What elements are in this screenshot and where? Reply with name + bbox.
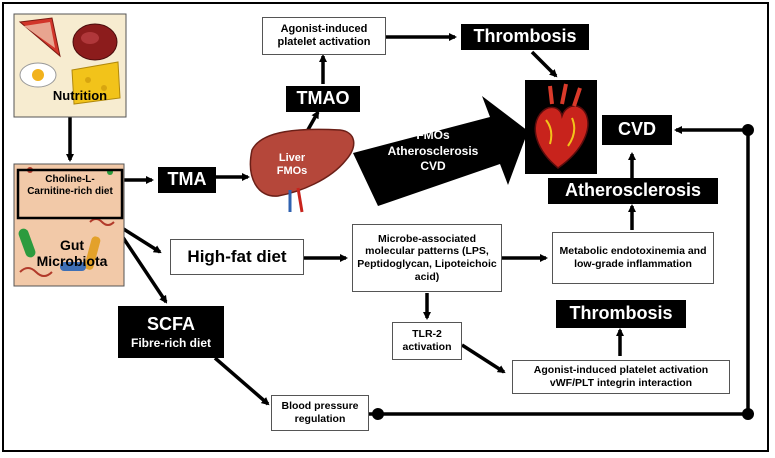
arrow-scfa-bp xyxy=(213,356,270,406)
scfa-label: SCFA xyxy=(146,314,195,334)
junction-dot xyxy=(742,408,754,420)
scfa-box: SCFA Fibre-rich diet xyxy=(118,306,224,358)
cvd-box: CVD xyxy=(602,115,672,145)
heart-icon xyxy=(525,80,597,174)
blood-pressure-box: Blood pressure regulation xyxy=(271,395,369,431)
arrow-tlr2-agonist xyxy=(461,343,506,374)
tlr2-activation-box: TLR-2 activation xyxy=(392,322,462,360)
junction-dot xyxy=(372,408,384,420)
fibre-diet-label: Fibre-rich diet xyxy=(130,335,211,350)
arrow-gut-highfat xyxy=(121,226,162,254)
bacteria-icon xyxy=(13,163,125,287)
liver-label: Liver FMOs xyxy=(276,152,308,177)
choline-label: Choline-L-Carnitine-rich diet xyxy=(27,174,113,197)
choline-frame xyxy=(16,168,124,220)
mamp-box: Microbe-associated molecular patterns (L… xyxy=(352,224,502,292)
agonist-platelet-box-bottom: Agonist-induced platelet activation vWF/… xyxy=(512,360,730,394)
metabolic-endotoxinemia-box: Metabolic endotoxinemia and low-grade in… xyxy=(552,232,714,284)
atherosclerosis-box: Atherosclerosis xyxy=(548,178,718,204)
tmao-box: TMAO xyxy=(286,86,360,112)
thrombosis-box-mid: Thrombosis xyxy=(556,300,686,328)
agonist-platelet-box-top: Agonist-induced platelet activation xyxy=(262,17,386,55)
food-icon xyxy=(13,13,127,118)
gut-label: Gut Microbiota xyxy=(36,237,108,270)
big-arrow-shape xyxy=(353,96,528,206)
tma-box: TMA xyxy=(158,167,216,193)
thrombosis-box-top: Thrombosis xyxy=(461,24,589,50)
liver-icon xyxy=(249,128,355,213)
junction-dot xyxy=(742,124,754,136)
big-arrow-label: FMOs Atherosclerosis CVD xyxy=(387,128,479,174)
arrow-gut-scfa xyxy=(120,235,168,304)
nutrition-label: Nutrition xyxy=(52,88,108,103)
arrow-thrombosis-heart xyxy=(530,50,558,78)
high-fat-diet-box: High-fat diet xyxy=(170,239,304,275)
feedback-path-bp-cvd xyxy=(369,126,750,416)
